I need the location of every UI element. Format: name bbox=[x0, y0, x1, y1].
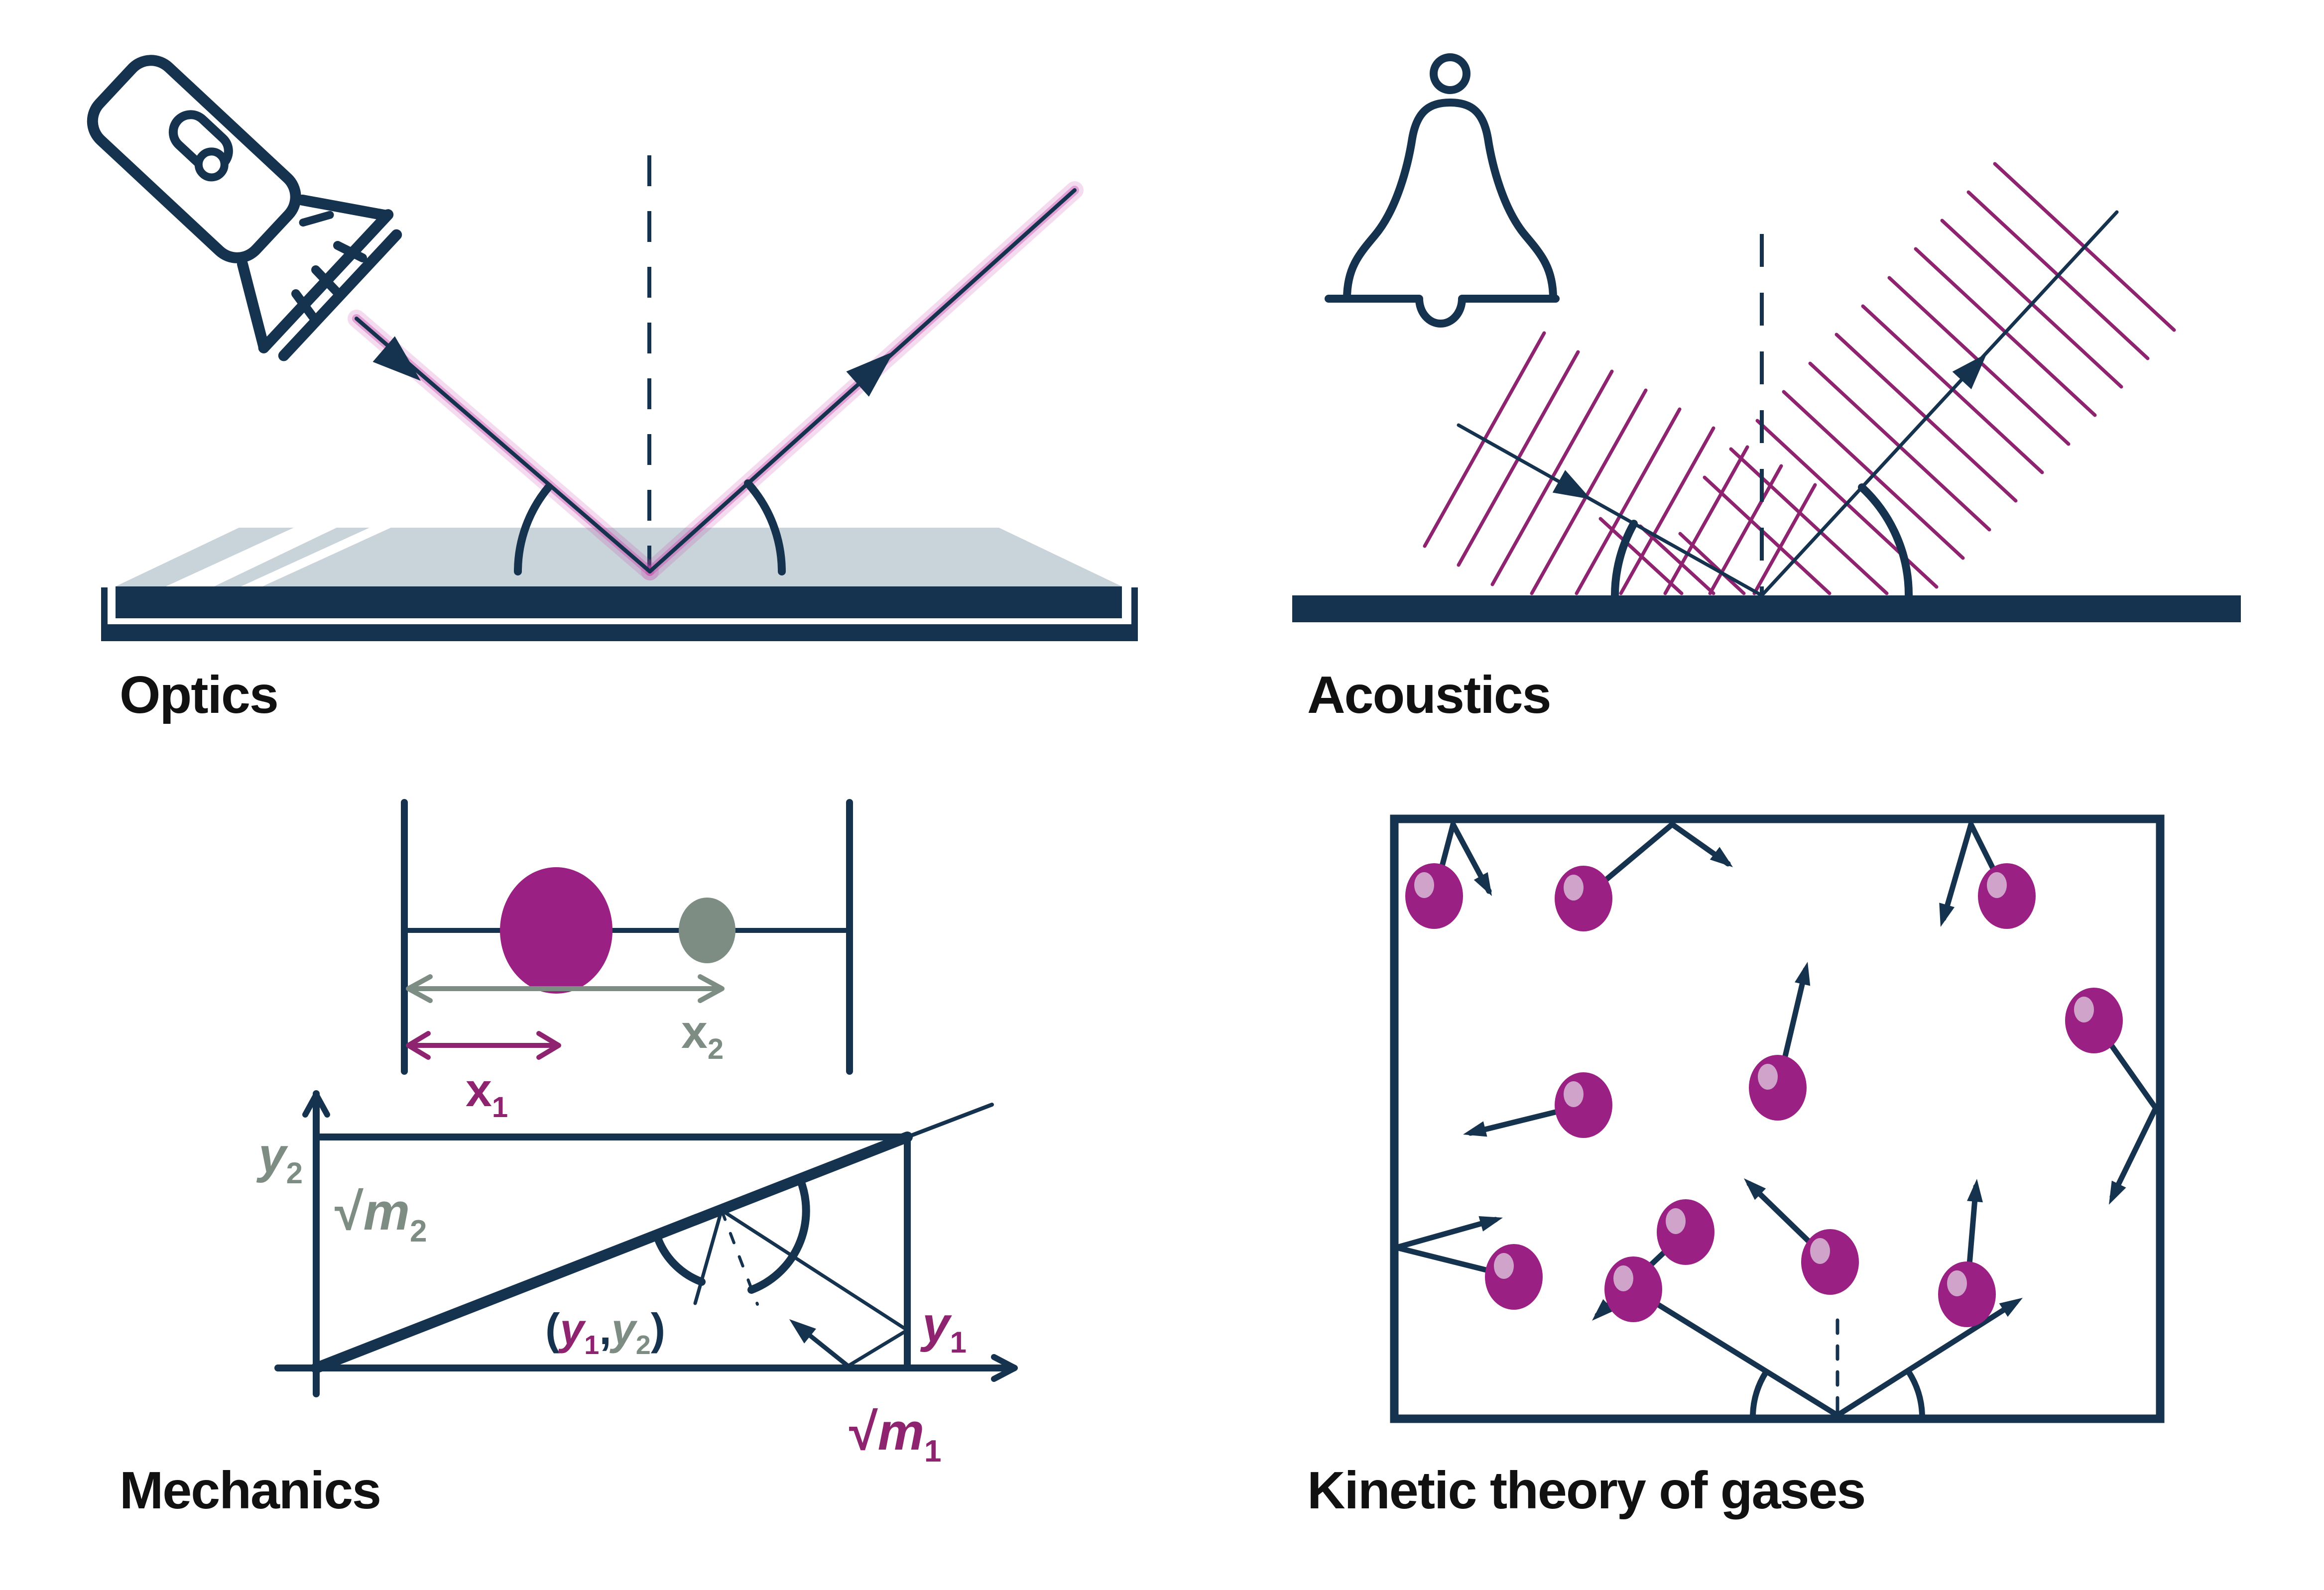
bounce-angle-arc-left bbox=[1750, 1369, 1769, 1418]
reflected-ray bbox=[1760, 210, 2119, 597]
gas-particle bbox=[1938, 1261, 1996, 1327]
gas-particle bbox=[1555, 866, 1612, 931]
reflected-wavefronts bbox=[1598, 162, 2176, 595]
angle-arc-left bbox=[653, 1232, 706, 1286]
mechanics-panel: x2 x1 bbox=[120, 799, 1018, 1520]
optics-panel: Optics bbox=[87, 55, 1138, 724]
incidence-angle-arc bbox=[514, 483, 553, 575]
acoustics-panel: Acoustics bbox=[1292, 53, 2241, 724]
reflected-beam-arrowhead bbox=[846, 351, 894, 397]
trajectory bbox=[653, 1176, 909, 1368]
mirror-glare-stripe bbox=[166, 528, 337, 586]
reflection-angle-arc bbox=[744, 479, 786, 575]
mechanics-label: Mechanics bbox=[120, 1461, 380, 1520]
heavy-mass-ball bbox=[500, 867, 612, 994]
gas-particle bbox=[1555, 1072, 1612, 1138]
gas-particle bbox=[1485, 1244, 1543, 1310]
y1-axis-label: y1 bbox=[920, 1297, 967, 1359]
reflecting-wall bbox=[1292, 595, 2241, 622]
optics-label: Optics bbox=[120, 666, 278, 724]
gas-particle bbox=[1657, 1199, 1714, 1265]
x-axis-arrow bbox=[991, 1354, 1018, 1382]
flashlight-light-rays bbox=[291, 241, 367, 321]
x2-label: x2 bbox=[681, 1006, 724, 1065]
reflection-angle-arc bbox=[1858, 483, 1913, 599]
bell-icon bbox=[1325, 53, 1560, 328]
angle-arc-right bbox=[747, 1176, 810, 1294]
mirror-base-left-lip bbox=[101, 587, 108, 641]
sqrt-m1-label: √m1 bbox=[849, 1403, 942, 1469]
mirror-base-right-lip bbox=[1131, 587, 1138, 641]
diagonal-extension bbox=[905, 1103, 994, 1139]
mirror-top-face bbox=[116, 528, 1122, 586]
bounce-angle-arc-right bbox=[1906, 1369, 1925, 1418]
gas-container bbox=[1390, 814, 2165, 1423]
mirror-glare-stripe bbox=[241, 528, 391, 586]
y-axis-arrow bbox=[302, 1092, 330, 1118]
trajectory-arrowhead bbox=[789, 1319, 816, 1344]
light-beams bbox=[348, 181, 1084, 580]
acoustics-label: Acoustics bbox=[1307, 666, 1551, 724]
x1-label: x1 bbox=[466, 1064, 508, 1124]
incident-ray bbox=[1457, 423, 1764, 597]
gas-particles bbox=[1405, 863, 2123, 1327]
gas-particle bbox=[1801, 1229, 1859, 1295]
mirror-base bbox=[101, 624, 1138, 641]
gas-particle bbox=[1405, 863, 1463, 929]
sqrt-m2-label: √m2 bbox=[335, 1183, 427, 1249]
oscillator-diagram: x2 x1 bbox=[401, 799, 853, 1124]
point-label: (y1,y2) bbox=[545, 1304, 665, 1360]
mirror-front-edge bbox=[116, 586, 1122, 618]
incidence-angle-arc bbox=[1611, 520, 1638, 599]
x1-dimension-arrow bbox=[406, 1031, 561, 1060]
kinetic-panel: Kinetic theory of gases bbox=[1307, 814, 2165, 1520]
x2-dimension-arrow bbox=[406, 974, 725, 1003]
gas-particle bbox=[1749, 1055, 1807, 1121]
light-mass-ball bbox=[679, 898, 735, 963]
y2-axis-label: y2 bbox=[256, 1128, 303, 1190]
reflected-ray-arrowhead bbox=[1952, 353, 1987, 389]
incident-beam-arrowhead bbox=[372, 336, 421, 381]
gas-particle bbox=[1604, 1256, 1662, 1322]
mass-graph: y2 √m2 (y1,y2) y1 √m1 bbox=[256, 1090, 1018, 1469]
flashlight-icon bbox=[87, 55, 402, 361]
mirror bbox=[101, 528, 1138, 641]
incident-ray-arrowhead bbox=[1552, 470, 1591, 499]
sound-rays bbox=[1457, 210, 2119, 597]
gas-particle bbox=[1978, 863, 2036, 929]
gas-particle bbox=[2065, 988, 2123, 1053]
diagonal-line bbox=[311, 1132, 913, 1373]
kinetic-label: Kinetic theory of gases bbox=[1307, 1461, 1865, 1520]
